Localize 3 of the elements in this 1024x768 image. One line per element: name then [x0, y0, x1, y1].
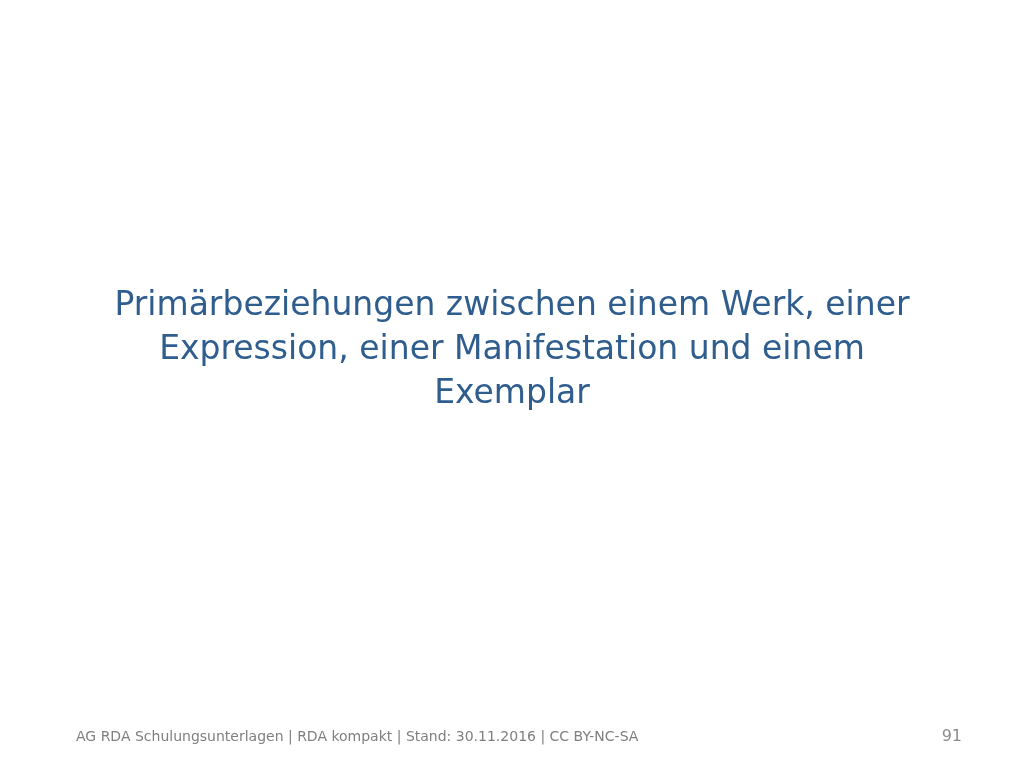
- slide-title: Primärbeziehungen zwischen einem Werk, einer Expression, einer Manifestation und einem Exemplar: [113, 283, 911, 413]
- footer-text: AG RDA Schulungsunterlagen | RDA kompakt | Stand: 30.11.2016 | CC BY-NC-SA: [76, 727, 639, 745]
- page-number: 91: [941, 726, 962, 746]
